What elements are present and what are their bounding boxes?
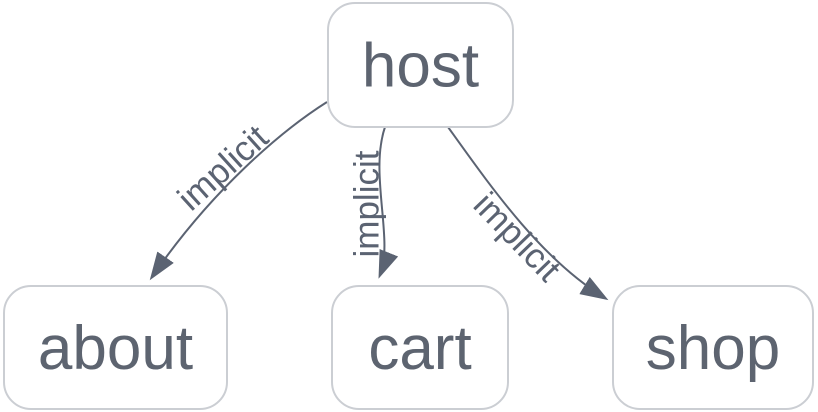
edge-label-host-about: implicit (170, 118, 276, 219)
node-cart-box (331, 285, 509, 410)
edge-label-layer: implicit implicit implicit (170, 118, 568, 290)
node-host-box (327, 2, 514, 128)
node-about-label: about (38, 314, 193, 383)
node-host: host (327, 2, 514, 128)
node-shop: shop (612, 285, 814, 410)
edge-host-cart (378, 126, 399, 279)
node-about-box (3, 285, 228, 410)
node-cart: cart (331, 285, 509, 410)
node-layer: host about cart shop (3, 2, 814, 410)
node-about: about (3, 285, 228, 410)
node-shop-label: shop (646, 314, 780, 383)
edge-host-shop (447, 126, 609, 301)
node-shop-box (612, 285, 814, 410)
edge-layer (149, 101, 609, 301)
node-host-label: host (362, 32, 479, 101)
edge-label-host-cart: implicit (348, 150, 387, 257)
edge-host-about (149, 101, 328, 281)
edge-label-host-shop: implicit (466, 185, 569, 289)
node-cart-label: cart (368, 314, 471, 383)
